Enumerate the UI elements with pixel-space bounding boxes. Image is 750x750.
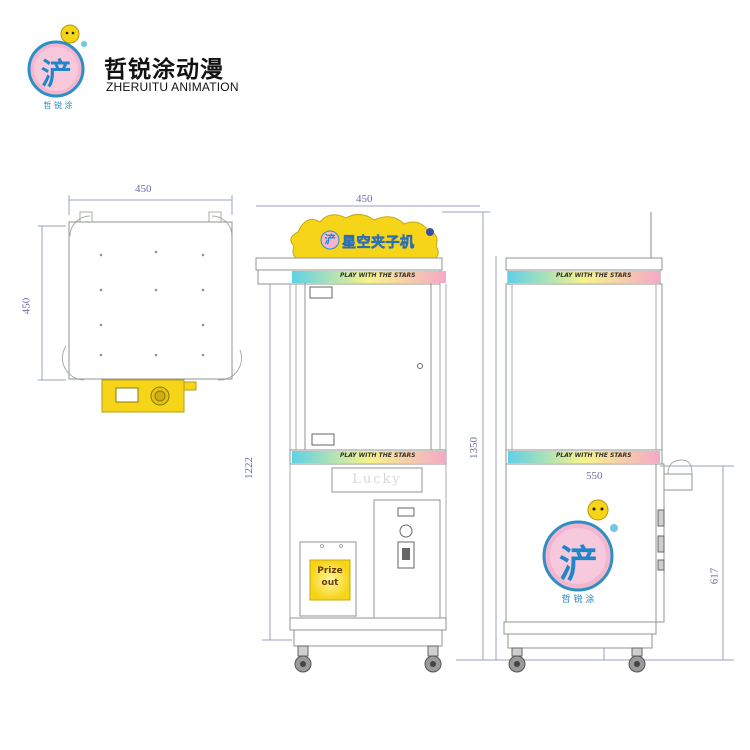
side-view — [486, 212, 734, 673]
brand-logo-sub: 哲 锐 涂 — [43, 101, 73, 110]
lucky-plate-text: Lucky — [352, 472, 402, 487]
brand-logo-graphic — [27, 24, 87, 98]
prize-out-line1: Prize — [317, 566, 343, 576]
dim-top-width: 450 — [135, 183, 152, 195]
dim-top-depth: 450 — [20, 297, 33, 315]
title-sign-text: 星空夹子机 — [342, 235, 415, 252]
brand-logo-glyph: 浐 — [41, 57, 71, 92]
dim-front-width: 450 — [356, 193, 373, 205]
side-mid-banner-text: PLAY WITH THE STARS — [556, 452, 632, 459]
side-mid-banner — [508, 451, 660, 463]
prize-out-sticker — [309, 559, 351, 601]
top-view — [38, 195, 243, 413]
front-top-banner-text: PLAY WITH THE STARS — [340, 272, 416, 279]
side-top-banner — [508, 271, 660, 283]
side-top-banner-text: PLAY WITH THE STARS — [556, 272, 632, 279]
brand-logo: 浐 哲 锐 涂 — [22, 22, 94, 114]
front-mid-banner-text: PLAY WITH THE STARS — [340, 452, 416, 459]
brand-name-cn: 哲锐涂动漫 — [104, 57, 224, 83]
side-logo-glyph: 浐 — [558, 542, 597, 586]
front-top-banner — [292, 271, 446, 283]
dim-front-height: 1222 — [243, 457, 255, 479]
prize-out-line2: out — [321, 578, 339, 588]
front-mid-banner — [292, 451, 446, 463]
side-logo-sub: 哲 锐 涂 — [561, 595, 595, 605]
title-sign-logo-glyph: 浐 — [324, 233, 336, 246]
dim-side-lower-height: 617 — [708, 567, 721, 585]
dim-side-height: 1350 — [468, 437, 480, 459]
brand-name-en: ZHERUITU ANIMATION — [106, 80, 239, 94]
dim-side-width: 550 — [586, 470, 603, 482]
side-logo — [542, 499, 618, 592]
